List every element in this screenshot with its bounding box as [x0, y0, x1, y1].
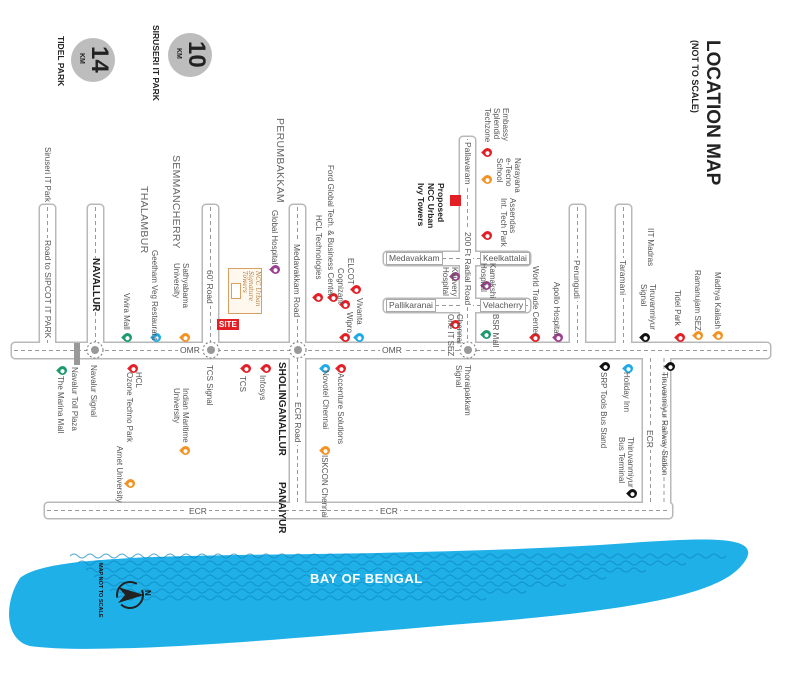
road-label-60ft: 60' Road: [205, 268, 215, 306]
distance-label-siruseri: SIRUSERI IT PARK: [151, 25, 161, 101]
distance-unit: KM: [175, 48, 182, 59]
road-label-sipcot: Road to SIPCOT IT PARK: [43, 238, 53, 341]
landmark-tcs: TCS: [238, 376, 247, 392]
area-perumbakkam: PERUMBAKKAM: [274, 118, 286, 203]
landmark-navalur-signal: Navalur Signal: [89, 365, 98, 418]
landmark-arnet: Arnet University: [115, 446, 124, 503]
sea-label: BAY OF BENGAL: [310, 571, 423, 586]
logo-lettering: NCC Urban Signature Towers: [241, 271, 261, 307]
wave-line: [69, 553, 727, 559]
landmark-apollo: Apollo Hospital: [552, 282, 561, 336]
landmark-kamakshi: Kamakshi Hospital: [479, 263, 497, 299]
landmark-vivanta: Vivanta: [355, 298, 364, 325]
landmark-tidel-park: Tidel Park: [673, 290, 682, 326]
road-label-keelkattalai: Keelkattalai: [480, 252, 530, 265]
road-label-medavakkam: Medavakkam Road: [292, 242, 302, 320]
junction-icon: [459, 341, 477, 359]
area-navallur: NAVALLUR: [90, 258, 101, 312]
landmark-narayana: Narayana e-Tecno School: [495, 158, 522, 193]
road-label-ecr-road: ECR Road: [293, 400, 303, 445]
landmark-hcl-ozone: HCL Ozone Techno Park: [125, 372, 143, 443]
landmark-toll-plaza: Navalur Toll Plaza: [70, 367, 79, 431]
area-sholinganallur: SHOLINGANALLUR: [276, 362, 287, 456]
distance-unit: KM: [78, 53, 85, 64]
landmark-world-trade-center: World Trade Center: [531, 266, 540, 336]
proposed-project-label: Proposed NCC Urban Ivy Towers: [416, 183, 446, 229]
landmark-wipro: Wipro: [345, 312, 354, 333]
area-panaiyur: PANAIYUR: [276, 482, 287, 534]
landmark-chennai-one: Chennai One IT SEZ: [446, 314, 464, 357]
area-semmancherry: SEMMANCHERRY: [170, 155, 182, 249]
bay-of-bengal: [9, 539, 749, 649]
scale-note: MAP NOT TO SCALE: [97, 563, 103, 618]
map-title: LOCATION MAP: [702, 40, 723, 186]
landmark-tcs-signal: TCS Signal: [205, 365, 214, 406]
landmark-infosys: Infosys: [258, 375, 267, 401]
landmark-siruseri-it-park: Siruseri IT Park: [43, 147, 52, 202]
landmark-elcot: ELCOT: [346, 258, 355, 285]
wave-line: [117, 595, 487, 601]
landmark-bsr-mall: BSR Mall: [491, 314, 500, 348]
landmark-kauvery: Kauvery Hospital: [441, 267, 459, 297]
road-label-omr-1: OMR: [178, 345, 202, 355]
landmark-madhya-kailash: Madhya Kailash: [713, 272, 722, 329]
road-label-perungudi: Perungudi: [572, 258, 582, 301]
landmark-vivira-mall: Vivira Mall: [122, 293, 131, 330]
map-subtitle: (NOT TO SCALE): [690, 40, 700, 113]
compass-icon: [116, 581, 144, 609]
road-label-medavakkam-junction: Medavakkam: [386, 252, 443, 265]
road-label-velacherry: Velacherry: [480, 299, 527, 312]
distance-label-tidel: TIDEL PARK: [56, 36, 66, 87]
road-label-ecr-2: ECR: [378, 506, 400, 516]
wave-line: [93, 574, 607, 580]
landmark-sathyabama: Sathyabama University: [172, 263, 190, 308]
landmark-maritime-university: Indian Maritime University: [172, 388, 190, 443]
logo-emblem: [231, 283, 241, 299]
proposed-project-marker: [450, 195, 461, 206]
distance-value: 14: [86, 46, 113, 73]
landmark-srp-tools: SRP Tools Bus Stand: [599, 372, 608, 449]
landmark-accenture: Accenture Solutions: [336, 373, 345, 445]
junction-icon: [86, 341, 104, 359]
landmark-tiruvanmiyur-signal: Tiruvanmiyur Signal: [639, 284, 657, 330]
road-label-ecr-vertical: ECR: [645, 428, 655, 450]
signature-towers-logo: NCC Urban Signature Towers: [228, 268, 262, 314]
landmark-iit-madras: IIT Madras: [646, 228, 655, 267]
wave-line: [109, 588, 527, 594]
landmark-iskcon: ISKCON Chennai: [320, 455, 329, 518]
landmark-ramanujam-sez: Ramanujam SEZ: [693, 270, 702, 331]
junction-icon: [202, 341, 220, 359]
wave-line: [85, 567, 647, 573]
road-label-radial: 200 Ft Radial Road: [463, 230, 473, 308]
distance-value: 10: [183, 41, 210, 68]
junction-icon: [289, 341, 307, 359]
landmark-embassy: Embassy Splendid Techzone: [483, 108, 510, 143]
compass-north-label: N: [143, 590, 152, 596]
road-label-pallavaram: Pallavaram: [463, 140, 473, 187]
toll-plaza-marker: [74, 343, 80, 365]
area-thalambur: THALAMBUR: [138, 186, 150, 254]
wave-line: [101, 581, 567, 587]
landmark-geetham: Geetham Veg Restaurant: [150, 250, 159, 341]
landmark-novotel: Novotel Chennai: [321, 370, 330, 430]
landmark-assendas: Assendas Int. Tech Park: [499, 198, 517, 247]
road-label-omr-2: OMR: [380, 345, 404, 355]
landmark-holiday-inn: Holiday Inn: [622, 372, 631, 413]
road-label-ecr-1: ECR: [187, 506, 209, 516]
landmark-hcl-technologies: HCL Technologies: [314, 215, 323, 280]
landmark-cognizant: Cognizant: [336, 268, 345, 305]
road-label-taramani: Taramani: [618, 258, 628, 297]
landmark-ford: Ford Global Tech. & Business Center: [326, 165, 335, 297]
site-marker: SITE: [217, 319, 239, 330]
landmark-railway-station: Tiruvanmiyur Railway Station: [660, 372, 669, 476]
road-label-pallikaranai: Pallikaranai: [386, 299, 436, 312]
landmark-thoraipakkam-signal: Thoraipakkam Signal: [454, 365, 472, 416]
landmark-marina-mall: The Marina Mall: [56, 376, 65, 434]
wave-line: [77, 560, 687, 566]
landmark-bus-terminal: Thiruvanmiyur Bus Terminal: [617, 437, 635, 488]
landmark-global-hospital: Global Hospital: [270, 210, 279, 265]
